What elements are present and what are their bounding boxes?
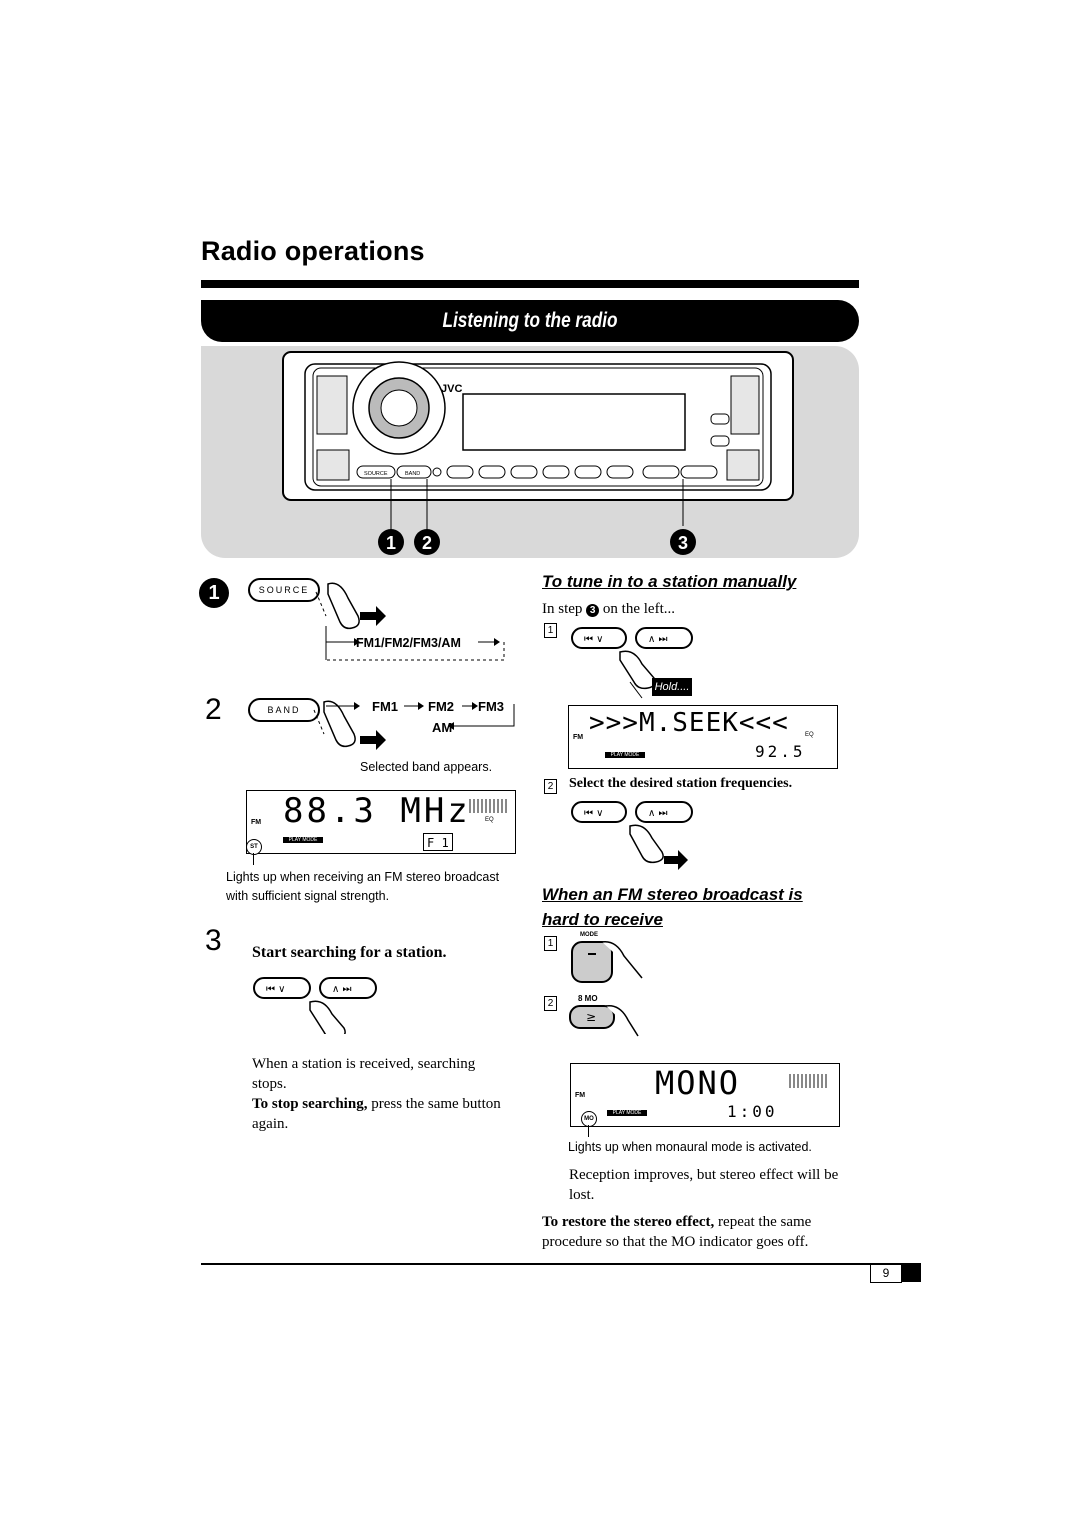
mo-button-press: ≥ [569,1005,639,1037]
st-caption: Lights up when receiving an FM stereo br… [226,870,500,903]
title-rule [201,280,859,288]
svg-text:⏮ ∨: ⏮ ∨ [584,808,604,819]
lcd-mono-text: MONO [655,1064,741,1102]
box-step-mode-1: 1 [544,936,557,951]
manual-intro-step-circle: 3 [586,604,600,617]
step-3-heading: Start searching for a station. [252,944,447,961]
box-step-mode-2: 2 [544,996,557,1011]
svg-text:⏮ ∨: ⏮ ∨ [266,984,286,995]
car-stereo-illustration: JVC SOURCE BAND 1 2 3 [282,351,794,555]
lcd-display-band: 88.3 MHz FM PLAY MODE F 1 EQ [246,790,516,854]
callout-1: 1 [386,533,396,553]
lcd-seek-frequency: 92.5 [755,742,806,761]
lcd-display-seek: >>>M.SEEK<<< FM PLAY MODE 92.5 EQ [568,705,838,769]
seek-buttons-select: ⏮ ∨ ∧ ⏭ [571,801,693,870]
mo-indicator: MO [581,1111,597,1127]
band-cycle-fm1: FM1 [372,699,398,714]
select-frequencies-text: Select the desired station frequencies. [569,776,793,791]
stop-searching-rest: press the same button again. [252,1096,501,1132]
st-leader-line [253,853,254,865]
mono-caption: Lights up when monaural mode is activate… [568,1140,812,1154]
stereo-heading: When an FM stereo broadcast is hard to r… [542,885,803,929]
hold-label: Hold.... [652,678,692,696]
eq-bars [469,799,509,813]
lcd2-fm-indicator: FM [573,734,584,741]
eq-indicator: EQ [485,817,494,823]
svg-text:⏮ ∨: ⏮ ∨ [584,634,604,645]
source-button-label: SOURCE [364,471,388,477]
lcd-sub-text: F 1 [427,836,449,850]
mode-button-press [571,941,643,983]
reception-text: Reception improves, but stereo effect wi… [569,1167,839,1203]
svg-text:≥: ≥ [586,1010,596,1024]
lcd3-fm-indicator: FM [575,1092,586,1099]
brand-logo: JVC [441,383,462,395]
st-indicator: ST [246,839,262,855]
mo-leader-line [588,1125,589,1137]
play-mode-indicator: PLAY MODE [283,837,323,843]
section-banner-label: Listening to the radio [442,309,618,332]
seek-buttons-manual: ⏮ ∨ ∧ ⏭ [571,627,693,699]
stop-searching-text: To stop searching, press the same button… [252,1094,512,1134]
lcd2-play-mode: PLAY MODE [605,752,645,758]
manual-intro-pre: In step [542,601,583,617]
step-1-cycle: FM1/FM2/FM3/AM [356,636,461,650]
manual-intro: In step 3 on the left... [542,599,675,619]
callout-3: 3 [678,533,688,553]
lcd-mono-time: 1:00 [727,1102,778,1121]
restore-text: To restore the stereo effect, repeat the… [542,1212,852,1252]
lcd-seek-text: >>>M.SEEK<<< [589,708,789,738]
page-number: 9 [870,1265,902,1283]
restore-rest: repeat the same procedure so that the MO… [542,1214,812,1250]
seek-buttons-step3: ⏮ ∨ ∧ ⏭ [253,977,377,1034]
section-banner: Listening to the radio [201,300,859,342]
fm-indicator: FM [251,819,262,826]
band-cycle-am: AM [432,720,452,735]
lcd-sub-box: F 1 [423,833,453,851]
lcd2-eq-indicator: EQ [805,732,814,738]
source-button: SOURCE [248,578,320,602]
step-3-number: 3 [205,924,222,957]
lcd3-play-mode: PLAY MODE [607,1110,647,1116]
manual-intro-post: on the left... [602,601,675,617]
svg-text:∧ ⏭: ∧ ⏭ [648,808,668,819]
callout-2: 2 [422,533,432,553]
lcd-display-mono: MONO FM PLAY MODE 1:00 [570,1063,840,1127]
manual-tuning-heading: To tune in to a station manually [542,572,797,591]
restore-bold: To restore the stereo effect, [542,1214,715,1230]
band-cycle-fm2: FM2 [428,699,454,714]
lcd-frequency: 88.3 MHz [283,791,471,831]
box-step-1: 1 [544,623,557,638]
footer-rule [201,1263,921,1265]
page-title: Radio operations [201,236,425,266]
svg-text:∧ ⏭: ∧ ⏭ [648,634,668,645]
svg-text:∧ ⏭: ∧ ⏭ [332,984,352,995]
step-2-number: 2 [205,693,222,726]
step-1-diagram: FM1/FM2/FM3/AM [315,582,505,661]
lcd3-eq-bars [789,1074,829,1088]
band-button: BAND [248,698,320,722]
stop-searching-bold: To stop searching, [252,1096,368,1112]
band-button-label: BAND [405,471,420,477]
step-1-number: 1 [199,578,229,608]
mode-label: MODE [580,932,598,938]
step-2-diagram: FM1 FM2 FM3 AM [313,699,515,750]
box-step-2: 2 [544,779,557,794]
band-cycle-fm3: FM3 [478,699,504,714]
selected-band-caption: Selected band appears. [360,760,493,774]
step-3-note: When a station is received, searching st… [252,1056,476,1092]
mo-button-label: 8 MO [578,994,598,1003]
